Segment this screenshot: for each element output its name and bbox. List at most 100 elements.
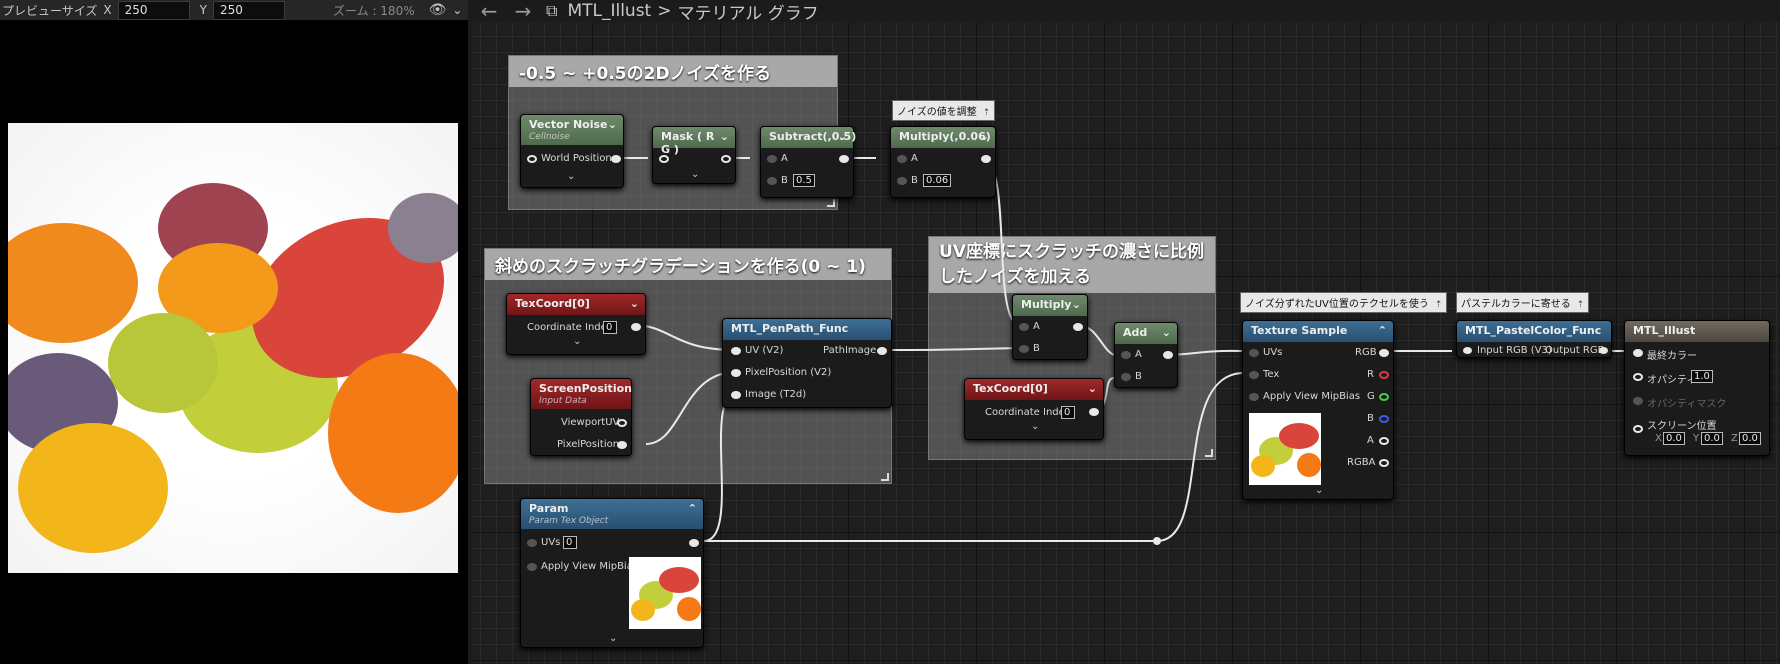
chevron-up-icon[interactable]: ⌃: [687, 502, 697, 515]
chevron-down-icon[interactable]: ⌄: [573, 336, 582, 347]
chevron-down-icon[interactable]: ⌄: [1071, 298, 1081, 311]
chevron-down-icon[interactable]: ⌄: [837, 130, 847, 143]
back-arrow-icon[interactable]: ←: [480, 0, 498, 23]
mipbias-pin[interactable]: [527, 563, 537, 571]
rgb-pin[interactable]: [1379, 349, 1389, 357]
screen-position-pin[interactable]: [1633, 425, 1643, 433]
output-pin[interactable]: [839, 155, 849, 163]
uvs-pin[interactable]: [1249, 349, 1259, 357]
pin-label: World Position: [541, 153, 612, 164]
material-graph[interactable]: ← → ⧉ MTL_Illust > マテリアル グラフ -0.5 ~ +0.5…: [472, 0, 1780, 664]
node-mask[interactable]: Mask ( R G )⌄ ⌄: [652, 126, 736, 184]
output-pin[interactable]: [981, 155, 991, 163]
input-rgb-pin[interactable]: [1463, 347, 1472, 354]
input-pin[interactable]: [659, 155, 669, 163]
node-multiply[interactable]: Multiply⌄ A B: [1012, 294, 1088, 360]
pin-icon[interactable]: ⇡: [1434, 300, 1443, 310]
material-name[interactable]: MTL_Illust: [567, 1, 652, 21]
output-rgb-pin[interactable]: [1599, 347, 1608, 354]
chevron-down-icon[interactable]: ⌄: [567, 171, 576, 182]
image-pin[interactable]: [731, 391, 741, 399]
output-pin[interactable]: [1163, 351, 1173, 359]
input-a-pin[interactable]: [1121, 351, 1131, 359]
screen-z-input[interactable]: 0.0: [1739, 432, 1761, 445]
chevron-down-icon[interactable]: ⌄: [719, 130, 729, 143]
screen-x-input[interactable]: 0.0: [1663, 432, 1685, 445]
chevron-up-icon[interactable]: ⌃: [1377, 324, 1387, 337]
chevron-down-icon[interactable]: ⌄: [1087, 382, 1097, 395]
node-add[interactable]: Add⌄ A B: [1114, 322, 1178, 388]
input-b-pin[interactable]: [1121, 373, 1131, 381]
b-pin[interactable]: [1379, 415, 1389, 423]
chevron-down-icon[interactable]: ⌄: [1315, 485, 1324, 496]
node-penpath-func[interactable]: MTL_PenPath_Func UV (V2) PathImage Pixel…: [722, 318, 892, 408]
output-pin[interactable]: [721, 155, 731, 163]
node-texcoord-2[interactable]: TexCoord[0]⌄ Coordinate Index 0 ⌄: [964, 378, 1104, 440]
bubble-pastel[interactable]: パステルカラーに寄せる⇡: [1456, 292, 1590, 313]
r-pin[interactable]: [1379, 371, 1389, 379]
chevron-down-icon[interactable]: ⌄: [979, 130, 989, 143]
a-pin[interactable]: [1379, 437, 1389, 445]
chevron-down-icon[interactable]: ⌄: [1031, 421, 1040, 432]
pin-icon[interactable]: ⇡: [1576, 300, 1585, 310]
y-input[interactable]: 250: [212, 0, 285, 20]
input-a-pin[interactable]: [1019, 323, 1029, 331]
path-image-pin[interactable]: [877, 347, 887, 355]
chevron-down-icon[interactable]: ⌄: [629, 297, 639, 310]
chevron-down-icon[interactable]: ⌄: [1161, 326, 1171, 339]
uvs-value-input[interactable]: 0: [563, 536, 577, 549]
opacity-mask-pin[interactable]: [1633, 397, 1643, 405]
graph-name[interactable]: マテリアル グラフ: [677, 3, 819, 24]
input-a-pin[interactable]: [767, 155, 777, 163]
node-material-result[interactable]: MTL_Illust 最終カラー オパシティ 1.0 オパシティマスク スクリー…: [1624, 320, 1770, 456]
final-color-pin[interactable]: [1633, 349, 1643, 357]
tex-pin[interactable]: [1249, 371, 1259, 379]
pixel-position-pin[interactable]: [731, 369, 741, 377]
screen-y-input[interactable]: 0.0: [1701, 432, 1723, 445]
chevron-down-icon[interactable]: ⌄: [452, 3, 463, 17]
preview-image[interactable]: [8, 123, 458, 573]
output-pin[interactable]: [611, 155, 621, 163]
output-pin[interactable]: [689, 539, 699, 547]
panel-splitter[interactable]: [468, 0, 472, 664]
opacity-pin[interactable]: [1633, 373, 1643, 381]
b-value-input[interactable]: 0.5: [793, 174, 815, 187]
mipbias-pin[interactable]: [1249, 393, 1259, 401]
chevron-down-icon[interactable]: ⌄: [691, 169, 700, 180]
opacity-input[interactable]: 1.0: [1691, 370, 1713, 383]
uv-pin[interactable]: [731, 347, 741, 355]
viewport-uv-pin[interactable]: [617, 419, 627, 427]
b-value-input[interactable]: 0.06: [923, 174, 952, 187]
input-a-pin[interactable]: [897, 155, 907, 163]
chevron-down-icon[interactable]: ⌄: [615, 382, 625, 395]
world-position-pin[interactable]: [527, 155, 537, 163]
input-b-pin[interactable]: [1019, 345, 1029, 353]
coordinate-index-input[interactable]: 0: [1061, 406, 1075, 419]
bubble-texel[interactable]: ノイズ分ずれたUV位置のテクセルを使う⇡: [1240, 292, 1448, 313]
bubble-adjust[interactable]: ノイズの値を調整⇡: [892, 100, 996, 121]
node-texcoord-1[interactable]: TexCoord[0]⌄ Coordinate Index 0 ⌄: [506, 293, 646, 355]
g-pin[interactable]: [1379, 393, 1389, 401]
chevron-down-icon[interactable]: ⌄: [607, 118, 617, 131]
output-pin[interactable]: [1073, 323, 1083, 331]
output-pin[interactable]: [631, 323, 641, 331]
node-multiply-006[interactable]: Multiply(,0.06)⌄ A B 0.06: [890, 126, 996, 198]
chevron-down-icon[interactable]: ⌄: [609, 633, 618, 644]
coordinate-index-input[interactable]: 0: [603, 321, 617, 334]
input-b-pin[interactable]: [767, 177, 777, 185]
node-subtract[interactable]: Subtract(,0.5)⌄ A B 0.5: [760, 126, 856, 198]
node-pastel-color-func[interactable]: MTL_PastelColor_Func Input RGB (V3) Outp…: [1456, 320, 1612, 358]
pin-icon[interactable]: ⇡: [982, 108, 991, 118]
input-b-pin[interactable]: [897, 177, 907, 185]
forward-arrow-icon[interactable]: →: [514, 0, 532, 23]
uvs-pin[interactable]: [527, 539, 537, 547]
eye-icon[interactable]: 👁: [428, 2, 447, 18]
node-texture-sample[interactable]: Texture Sample⌃ UVs RGB Tex R Apply View…: [1242, 320, 1394, 500]
output-pin[interactable]: [1089, 408, 1099, 416]
x-input[interactable]: 250: [117, 0, 190, 20]
rgba-pin[interactable]: [1379, 459, 1389, 467]
pixel-position-pin[interactable]: [617, 441, 627, 449]
